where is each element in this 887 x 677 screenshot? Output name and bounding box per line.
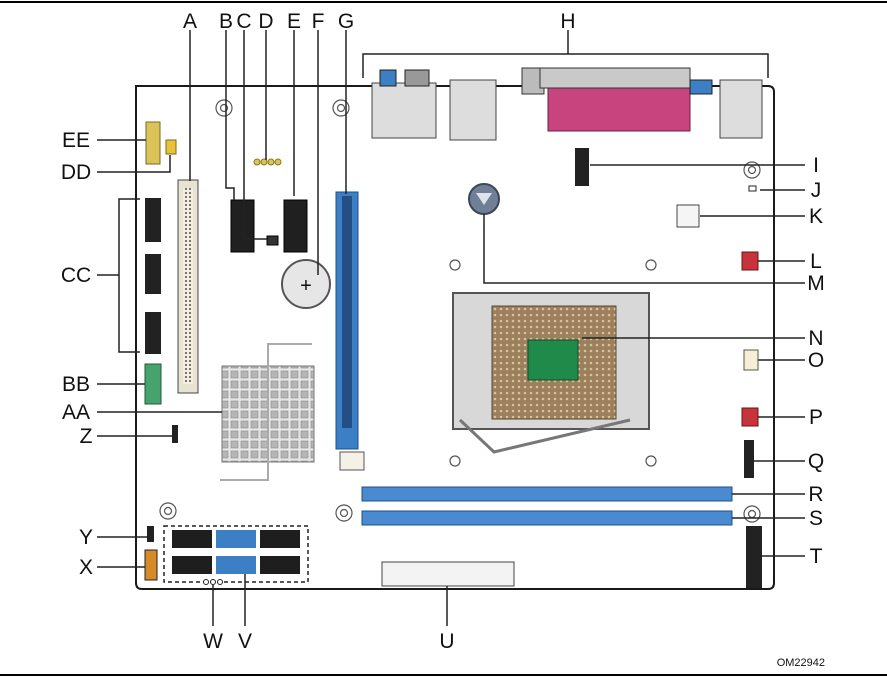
callout-e: E	[287, 10, 301, 33]
battery-plus: +	[300, 275, 312, 297]
header-d	[253, 158, 282, 166]
callout-c: C	[236, 10, 251, 33]
callout-ee: EE	[62, 129, 90, 152]
header-i	[575, 148, 589, 186]
rear-io-connectors	[371, 67, 763, 141]
socket-lever	[458, 418, 631, 454]
callout-k: K	[809, 205, 823, 228]
pcie-x1-slot-e	[283, 199, 308, 253]
callout-u: U	[439, 630, 454, 653]
callout-aa: AA	[62, 401, 90, 424]
headers-cc	[145, 198, 161, 354]
header-ee	[145, 121, 161, 165]
callout-p: P	[809, 406, 823, 429]
callout-i: I	[813, 154, 819, 177]
heatpipe-clip	[220, 343, 312, 481]
callout-s: S	[809, 507, 823, 530]
header-dd	[165, 139, 177, 155]
fan-header-l	[741, 251, 759, 271]
pci-slot-contacts	[183, 188, 193, 384]
header-y	[147, 526, 154, 542]
dimm-slot-1	[361, 486, 733, 502]
callout-f: F	[312, 10, 325, 33]
sata-ports	[172, 530, 300, 574]
pcie-slot-channel	[342, 196, 352, 428]
callout-labels: A B C D E F G H I J K L M N O P Q R S T …	[61, 10, 825, 653]
callout-v: V	[238, 630, 252, 653]
header-x	[144, 549, 158, 581]
sata-group-outline	[163, 525, 309, 583]
callout-d: D	[258, 10, 273, 33]
cpu-die	[527, 339, 579, 381]
callout-w: W	[203, 630, 223, 653]
figure-id: OM22942	[777, 657, 825, 669]
mounting-holes	[159, 99, 761, 523]
callout-g: G	[338, 10, 354, 33]
pcie-latch	[339, 451, 365, 471]
callout-n: N	[808, 327, 823, 350]
atx-power-connector	[381, 561, 515, 587]
callout-cc: CC	[61, 264, 91, 287]
jumper-j	[748, 185, 757, 192]
jumper-z	[172, 425, 178, 443]
callout-l: L	[810, 250, 822, 273]
callout-z: Z	[80, 425, 93, 448]
callout-h: H	[560, 10, 575, 33]
bottom-rule	[0, 674, 887, 676]
dimm-slot-2	[361, 510, 733, 526]
callout-j: J	[811, 179, 822, 202]
fan-header-o	[743, 349, 759, 371]
regulator-mark	[476, 193, 492, 205]
callout-o: O	[808, 349, 824, 372]
fan-header-p	[741, 407, 759, 427]
top-rule	[0, 1, 887, 3]
callout-m: M	[807, 272, 825, 295]
power-connector-k	[676, 204, 700, 228]
callout-t: T	[810, 545, 823, 568]
header-bb	[144, 363, 162, 405]
jumper-w	[203, 579, 223, 585]
callout-q: Q	[808, 450, 824, 473]
callout-a: A	[183, 10, 197, 33]
callout-y: Y	[79, 526, 93, 549]
callout-r: R	[808, 483, 823, 506]
leader-lines	[97, 30, 805, 626]
header-q	[744, 440, 754, 478]
fan-header-c	[266, 235, 279, 246]
callout-bb: BB	[62, 373, 90, 396]
front-panel-header-t	[746, 526, 762, 588]
callout-x: X	[79, 556, 93, 579]
pcie-x1-slot-b	[230, 199, 255, 253]
callout-dd: DD	[61, 161, 91, 184]
callout-b: B	[219, 10, 233, 33]
